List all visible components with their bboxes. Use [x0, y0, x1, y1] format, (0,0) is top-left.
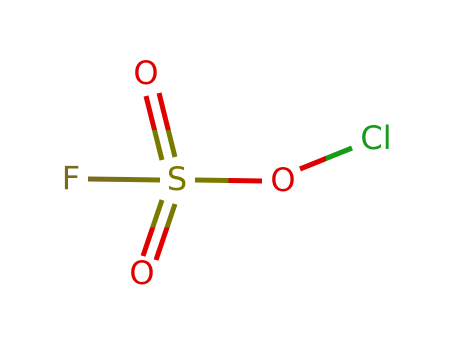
bond-s-o-bottom-double	[140, 199, 178, 261]
atom-label-chlorine: Cl	[360, 119, 391, 157]
bond-s-o-top-double	[143, 92, 178, 161]
atom-label-oxygen-top: O	[133, 54, 158, 92]
bond-s-o-ester	[194, 177, 263, 184]
atom-label-fluorine: F	[62, 159, 80, 197]
atom-label-sulfur: S	[167, 160, 187, 198]
bond-f-s	[87, 176, 161, 183]
atom-label-oxygen-ester: O	[270, 161, 295, 199]
bond-o-cl	[299, 145, 353, 172]
atom-label-oxygen-bottom: O	[129, 254, 154, 292]
